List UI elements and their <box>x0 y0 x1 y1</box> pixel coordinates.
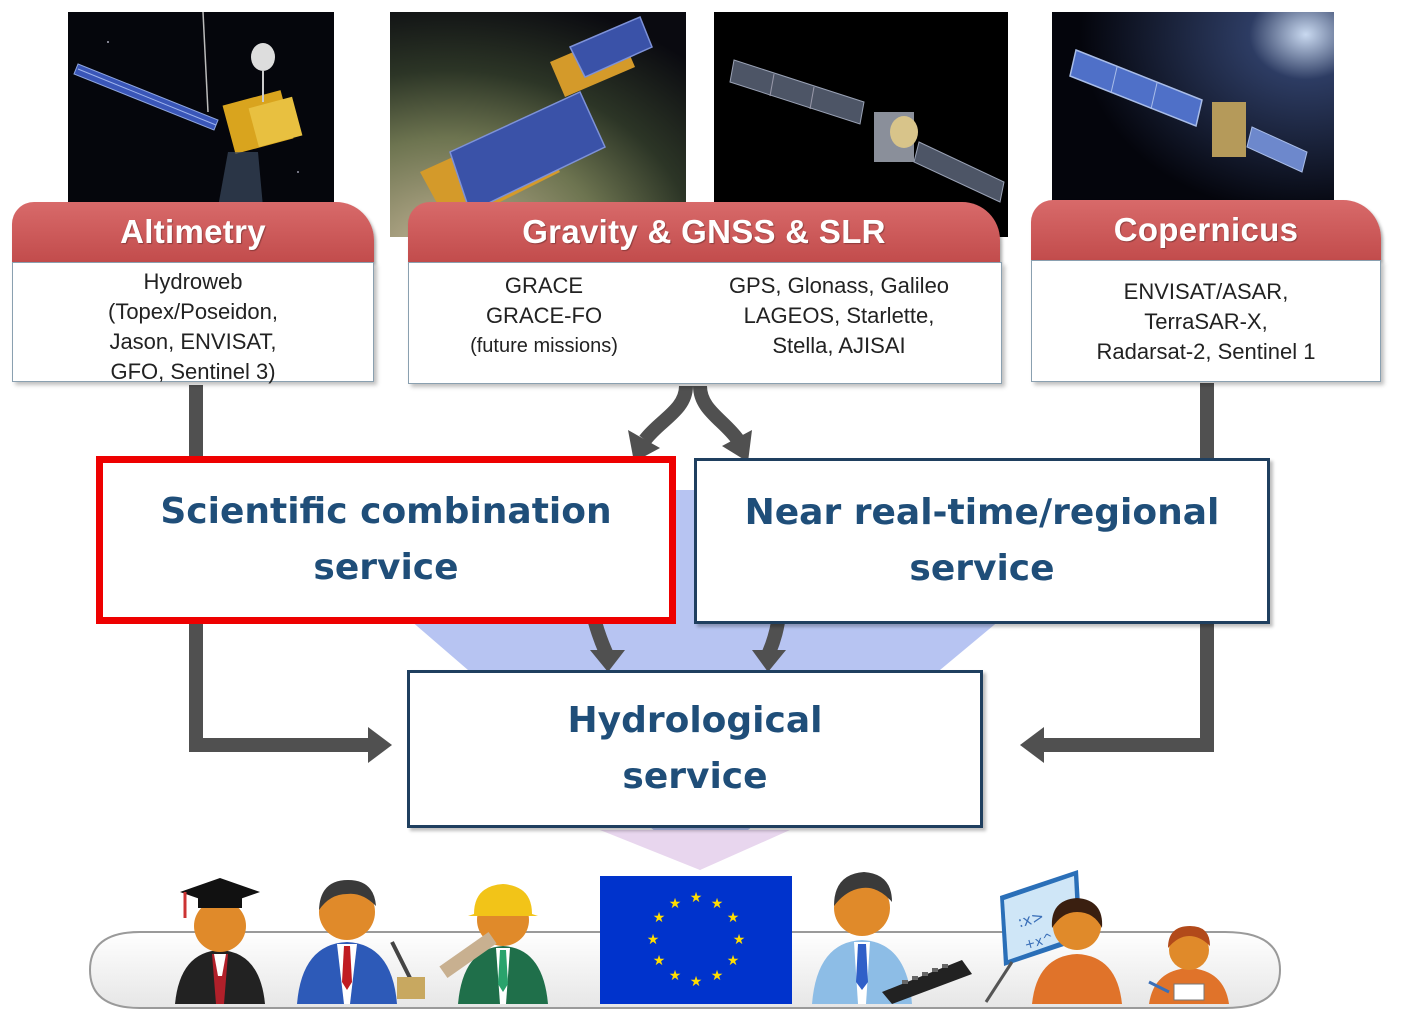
gravity-mission-line: GRACE <box>504 273 584 298</box>
copernicus-satellite-image <box>1052 12 1334 237</box>
copernicus-line: Radarsat-2, Sentinel 1 <box>1096 339 1316 364</box>
gravity-missions-list: GRACE GRACE-FO (future missions) <box>429 271 659 361</box>
graduate-icon <box>175 878 265 1004</box>
svg-text:★: ★ <box>669 968 682 984</box>
altimetry-line: GFO, Sentinel 3) <box>110 359 276 384</box>
svg-text:★: ★ <box>669 896 682 912</box>
near-real-time-regional-service: Near real-time/regional service <box>694 458 1270 624</box>
svg-text:★: ★ <box>690 974 703 990</box>
hydrological-service-line: Hydrological <box>567 700 823 741</box>
gnss-satellite-image <box>714 12 1008 237</box>
gnss-mission-line: LAGEOS, Starlette, <box>743 303 935 328</box>
child-icon <box>1148 926 1229 1004</box>
eu-flag-icon: ★ ★ ★ ★ ★ ★ ★ ★ ★ ★ ★ ★ <box>600 876 792 1004</box>
hydrological-service-line: service <box>622 756 768 797</box>
altimetry-header: Altimetry <box>12 202 374 262</box>
gravity-mission-line: GRACE-FO <box>485 303 603 328</box>
altimetry-line: (Topex/Poseidon, <box>108 299 278 324</box>
scientific-service-line: service <box>313 547 459 588</box>
copernicus-header: Copernicus <box>1031 200 1381 260</box>
speaker-icon <box>297 880 425 1004</box>
altimetry-line: Jason, ENVISAT, <box>109 329 277 354</box>
nrt-service-line: service <box>909 548 1055 589</box>
gravity-panel: GRACE GRACE-FO (future missions) GPS, Gl… <box>408 262 1002 384</box>
svg-text:★: ★ <box>690 890 703 906</box>
svg-text:★: ★ <box>711 968 724 984</box>
svg-text:★: ★ <box>727 910 740 926</box>
svg-text:★: ★ <box>711 896 724 912</box>
gnss-mission-line: Stella, AJISAI <box>772 333 906 358</box>
typist-icon <box>812 872 972 1004</box>
svg-text:★: ★ <box>727 953 740 969</box>
gravity-header: Gravity & GNSS & SLR <box>408 202 1000 262</box>
altimetry-panel: Hydroweb (Topex/Poseidon, Jason, ENVISAT… <box>12 262 374 384</box>
svg-text:★: ★ <box>733 932 746 948</box>
svg-text:★: ★ <box>647 932 660 948</box>
svg-text:+x^: +x^ <box>1023 931 1055 953</box>
teacher-icon: :x> +x^ <box>984 870 1122 1004</box>
altimetry-line: Hydroweb <box>143 269 243 294</box>
gravity-mission-line: (future missions) <box>470 335 618 357</box>
gnss-mission-line: GPS, Glonass, Galileo <box>728 273 950 298</box>
altimetry-satellite-image <box>68 12 334 207</box>
copernicus-line: ENVISAT/ASAR, <box>1123 279 1289 304</box>
scientific-combination-service: Scientific combination service <box>96 456 676 624</box>
scientific-service-line: Scientific combination <box>160 491 612 532</box>
svg-text:★: ★ <box>653 953 666 969</box>
copernicus-line: TerraSAR-X, <box>1144 309 1268 334</box>
svg-text:★: ★ <box>653 910 666 926</box>
grace-satellite-image <box>390 12 686 237</box>
engineer-icon <box>439 884 548 1004</box>
nrt-service-line: Near real-time/regional <box>744 492 1220 533</box>
gnss-missions-list: GPS, Glonass, Galileo LAGEOS, Starlette,… <box>699 271 979 361</box>
copernicus-panel: ENVISAT/ASAR, TerraSAR-X, Radarsat-2, Se… <box>1031 260 1381 382</box>
hydrological-service: Hydrological service <box>407 670 983 828</box>
